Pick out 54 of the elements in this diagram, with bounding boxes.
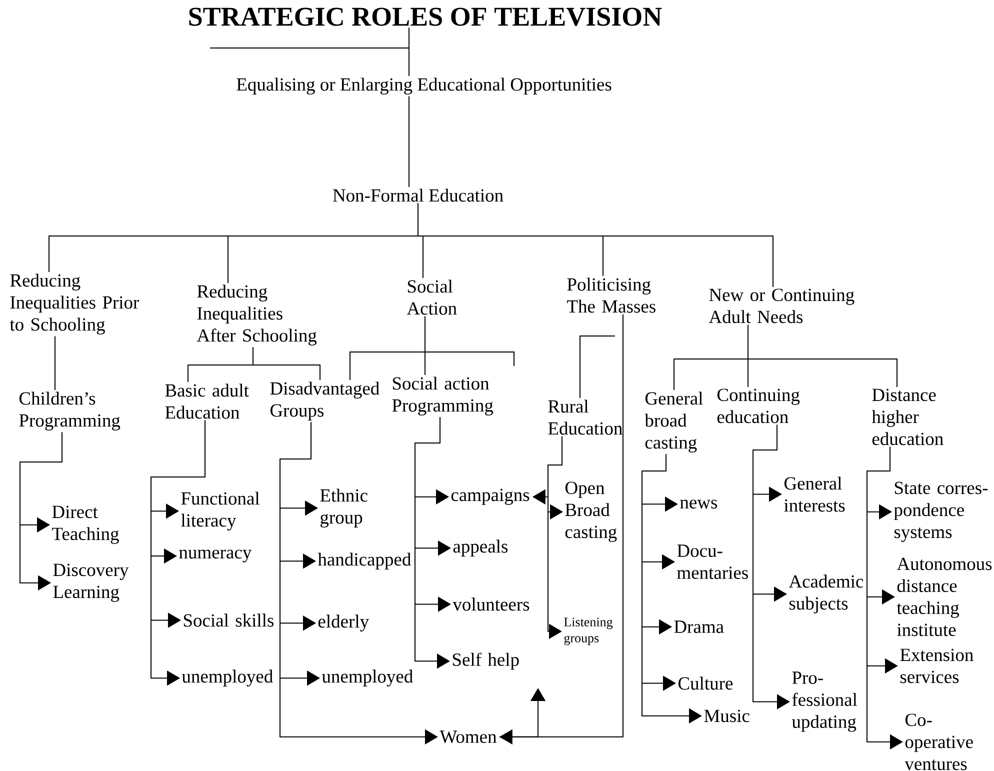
node-label: Distance higher education [872, 388, 944, 446]
connector-line [580, 336, 616, 398]
connector-line [408, 27, 410, 76]
node-label: Functional literacy [181, 492, 260, 531]
node-label: Disadvantaged Groups [270, 382, 380, 420]
node-label: Drama [674, 620, 724, 633]
node-label: unemployed [182, 670, 273, 687]
connector-line [54, 336, 56, 390]
node-label: Open Broad casting [565, 482, 617, 542]
node-label: Rural Education [548, 400, 622, 435]
node-label: Women [440, 730, 497, 744]
node-label: Extension services [900, 648, 974, 684]
connector-line [252, 346, 320, 380]
node-label: Co- operative ventures [904, 714, 973, 770]
node-label: Academic subjects [788, 574, 864, 614]
node-label: Non-Formal Education [333, 188, 504, 202]
node-label: appeals [453, 540, 508, 556]
node-label: Equalising or Enlarging Educational Opportunities [236, 78, 612, 95]
node-label: Culture [678, 676, 733, 690]
node-label: Docu- mentaries [677, 544, 748, 579]
connector-line [424, 316, 514, 366]
node-label: Social skills [184, 614, 274, 627]
node-label: Continuing education [717, 388, 800, 424]
node-label: Autonomous distance teaching institute [896, 558, 992, 636]
node-label: Listening groups [564, 618, 613, 646]
node-label: campaigns [451, 488, 530, 505]
diagram-title: STRATEGIC ROLES OF TELEVISION [189, 8, 662, 26]
node-label: Discovery Learning [53, 564, 129, 602]
node-label: Music [704, 710, 750, 722]
node-label: General interests [784, 476, 845, 512]
node-label: General broad casting [644, 392, 703, 453]
node-label: unemployed [322, 670, 413, 687]
connector-line [748, 324, 898, 388]
node-label: Self help [452, 652, 519, 670]
node-label: Social action Programming [392, 376, 494, 416]
node-label: handicapped [318, 552, 411, 570]
node-label: Basic adult Education [165, 384, 249, 419]
node-label: Ethnic group [320, 488, 368, 528]
node-label: Pro- fessional updating [792, 672, 858, 732]
connector-line [408, 96, 410, 188]
node-label: news [680, 500, 718, 509]
node-label: Direct Teaching [52, 506, 119, 544]
node-label: Politicising The Masses [567, 278, 656, 313]
node-label: State corres- pondence systems [894, 482, 988, 542]
connector-line [418, 202, 774, 288]
node-label: Children’s Programming [19, 392, 120, 431]
node-label: Reducing Inequalities Prior to Schooling [10, 274, 140, 335]
arrow [20, 432, 62, 590]
node-label: numeracy [179, 550, 252, 562]
node-label: Reducing Inequalities After Schooling [196, 284, 317, 346]
node-label: elderly [318, 614, 369, 632]
node-label: Social Action [406, 280, 457, 315]
node-label: New or Continuing Adult Needs [708, 288, 854, 324]
node-label: volunteers [452, 598, 530, 611]
